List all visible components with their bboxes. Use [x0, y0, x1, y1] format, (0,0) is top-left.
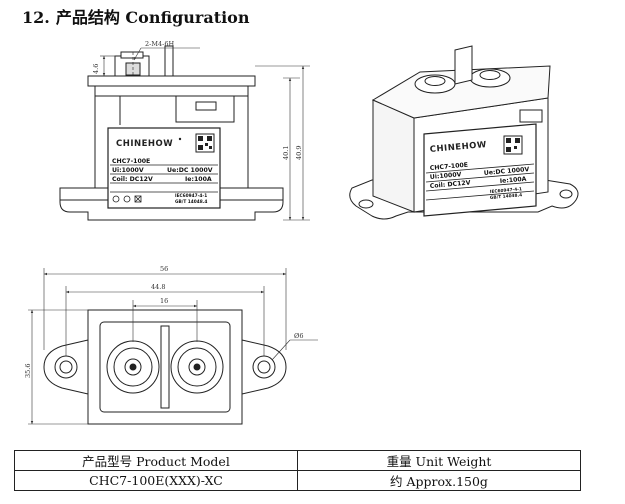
spec-table: 产品型号 Product Model 重量 Unit Weight CHC7-1… — [14, 450, 581, 491]
iso-label-ue: Ue:DC 1000V — [484, 166, 530, 177]
ce-icon — [112, 195, 120, 203]
iso-label-ie: Ie:100A — [500, 176, 527, 185]
table-row: CHC7-100E(XXX)-XC 约 Approx.150g — [14, 470, 581, 491]
dim-terminal-pitch: 16 — [160, 297, 168, 305]
dim-height-1: 40.1 — [282, 146, 290, 160]
weee-icon — [134, 195, 142, 203]
dim-height-2: 40.9 — [295, 146, 303, 160]
front-label-model: CHC7-100E — [112, 158, 150, 165]
dim-overall-width: 56 — [160, 265, 168, 273]
body-top — [87, 75, 256, 87]
cqc-icon — [123, 195, 131, 203]
front-label-coil: Coil: DC12V — [112, 176, 153, 183]
dim-depth: 35.6 — [24, 364, 32, 378]
front-label-ue: Ue:DC 1000V — [167, 167, 213, 174]
iso-label-std1: IEC60947-4-1 — [490, 186, 523, 195]
top-dimensions — [28, 268, 318, 425]
front-view — [59, 45, 284, 221]
iso-label-model: CHC7-100E — [430, 162, 469, 172]
iso-label-brand: CHINEHOW — [429, 140, 487, 155]
section-title: 产品结构 Configuration — [55, 8, 250, 27]
dim-thread-height: 4.6 — [92, 64, 100, 74]
front-qr-code — [195, 133, 215, 153]
section-number: 12. — [22, 8, 50, 27]
front-label-brand: CHINEHOW — [116, 139, 173, 149]
front-label-std1: IEC60947-4-1 — [175, 193, 207, 199]
iso-label-coil: Coil: DC12V — [430, 179, 471, 190]
cell-unit-weight: 约 Approx.150g — [297, 470, 581, 491]
front-label-ui: Ui:1000V — [112, 167, 144, 174]
iso-label-std2: GB/T 14048.4 — [490, 192, 523, 201]
front-dimensions — [100, 47, 310, 221]
cell-product-model: CHC7-100E(XXX)-XC — [14, 470, 298, 491]
section-heading: 12. 产品结构 Configuration — [22, 4, 249, 28]
header-product-model: 产品型号 Product Model — [14, 450, 298, 471]
table-header-row: 产品型号 Product Model 重量 Unit Weight — [14, 450, 581, 471]
iso-view — [349, 45, 579, 220]
top-view — [43, 309, 287, 425]
iso-body-side — [372, 99, 415, 213]
front-label-ie: Ie:100A — [185, 176, 212, 183]
tab-terminal — [164, 45, 174, 77]
dim-hole-diameter: Ø6 — [294, 332, 303, 340]
dim-hole-pitch: 44.8 — [151, 283, 165, 291]
front-label-std2: GB/T 14048.4 — [175, 199, 207, 205]
dim-bolt-spec: 2-M4-6H — [145, 40, 174, 48]
iso-label-ui: Ui:1000V — [430, 171, 462, 181]
header-unit-weight: 重量 Unit Weight — [297, 450, 581, 471]
center-tab — [160, 325, 170, 409]
